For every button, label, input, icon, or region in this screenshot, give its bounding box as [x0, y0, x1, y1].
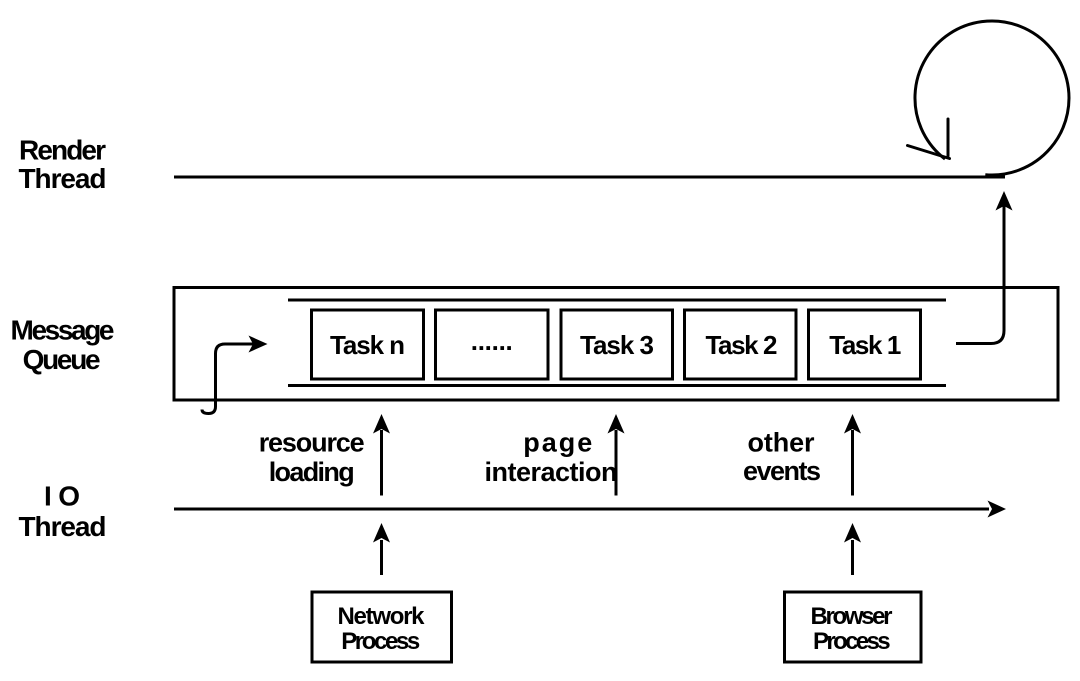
- svg-text:Task n: Task n: [330, 330, 405, 360]
- svg-text:loading: loading: [269, 457, 355, 487]
- svg-text:Thread: Thread: [19, 511, 107, 542]
- svg-text:Task 3: Task 3: [580, 330, 654, 360]
- svg-text:Thread: Thread: [19, 163, 107, 194]
- svg-text:Message: Message: [11, 315, 115, 346]
- svg-text:IO: IO: [44, 481, 80, 512]
- svg-text:other: other: [748, 428, 815, 458]
- svg-text:resource: resource: [259, 428, 365, 458]
- svg-text:Queue: Queue: [23, 344, 101, 375]
- svg-text:Network: Network: [338, 603, 426, 630]
- svg-text:......: ......: [471, 326, 513, 356]
- svg-text:interaction: interaction: [485, 457, 618, 487]
- svg-text:Process: Process: [813, 628, 891, 655]
- svg-text:Task 1: Task 1: [829, 330, 901, 360]
- svg-text:Process: Process: [341, 628, 420, 655]
- svg-text:Render: Render: [19, 135, 106, 166]
- svg-text:page: page: [523, 428, 592, 458]
- svg-text:Task 2: Task 2: [706, 330, 778, 360]
- svg-text:events: events: [743, 456, 821, 486]
- svg-text:Browser: Browser: [811, 603, 893, 630]
